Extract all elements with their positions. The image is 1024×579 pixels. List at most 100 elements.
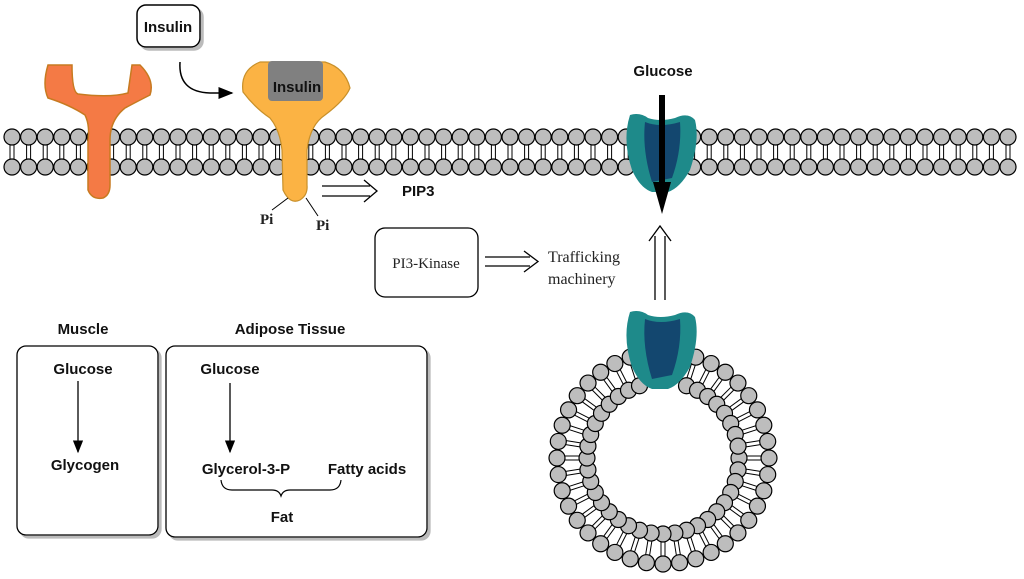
lipid-pair bbox=[700, 128, 718, 176]
adipose-glucose: Glucose bbox=[200, 361, 259, 378]
lipid-head bbox=[3, 158, 21, 176]
lipid-head bbox=[468, 128, 486, 146]
lipid-head bbox=[559, 401, 578, 419]
lipid-head bbox=[916, 128, 934, 146]
fatty-acids: Fatty acids bbox=[328, 461, 406, 478]
lipid-pair bbox=[982, 128, 1001, 176]
lipid-head bbox=[654, 555, 672, 573]
lipid-head bbox=[733, 158, 752, 176]
vesicle-lipid-pair bbox=[621, 521, 649, 568]
vesicle-lipid-pair bbox=[579, 374, 618, 413]
lipid-pair bbox=[318, 128, 336, 176]
vesicle-lipid-pair bbox=[729, 461, 777, 484]
lipid-head bbox=[621, 550, 639, 568]
lipid-pair bbox=[169, 128, 187, 176]
lipid-head bbox=[549, 432, 567, 451]
lipid-pair bbox=[235, 128, 253, 176]
lipid-head bbox=[982, 158, 1001, 176]
lipid-head bbox=[716, 363, 734, 381]
lipid-pair bbox=[435, 128, 453, 176]
lipid-head bbox=[733, 128, 752, 146]
muscle-box bbox=[16, 345, 159, 536]
lipid-head bbox=[401, 158, 419, 176]
insulin-box: Insulin bbox=[136, 4, 201, 48]
adipose-box bbox=[165, 345, 428, 538]
lipid-pair bbox=[866, 128, 884, 176]
lipid-pair bbox=[783, 128, 801, 176]
lipid-head bbox=[717, 158, 735, 176]
trafficking-up-arrow bbox=[648, 224, 672, 300]
lipid-head bbox=[534, 158, 552, 176]
lipid-head bbox=[729, 524, 747, 542]
fat-label: Fat bbox=[271, 509, 294, 526]
lipid-head bbox=[999, 158, 1017, 176]
binding-arrow bbox=[179, 61, 234, 99]
lipid-head bbox=[352, 158, 370, 176]
vesicle-lipid-pair bbox=[699, 363, 734, 406]
lipid-head bbox=[702, 354, 720, 373]
fat-brace bbox=[220, 479, 342, 498]
glucose-label: Glucose bbox=[633, 63, 692, 80]
lipid-pair bbox=[717, 128, 735, 176]
lipid-head bbox=[368, 158, 386, 176]
lipid-head bbox=[740, 387, 758, 405]
lipid-pair bbox=[152, 128, 170, 176]
muscle-glucose: Glucose bbox=[53, 361, 112, 378]
vesicle-lipid-pair bbox=[726, 416, 773, 444]
lipid-head bbox=[418, 128, 436, 146]
lipid-pair bbox=[899, 128, 918, 176]
lipid-pair bbox=[600, 128, 619, 176]
lipid-head bbox=[551, 158, 569, 176]
lipid-head bbox=[501, 128, 519, 146]
lipid-head bbox=[729, 374, 747, 392]
lipid-head bbox=[169, 128, 187, 146]
lipid-head bbox=[606, 354, 624, 373]
lipid-head bbox=[553, 416, 571, 434]
lipid-head bbox=[517, 128, 536, 146]
lipid-head bbox=[368, 128, 386, 146]
pip3-label: PIP3 bbox=[402, 183, 435, 200]
lipid-head bbox=[759, 432, 777, 451]
lipid-head bbox=[759, 465, 777, 484]
lipid-head bbox=[435, 158, 453, 176]
lipid-head bbox=[687, 550, 705, 568]
lipid-head bbox=[186, 128, 204, 146]
lipid-head bbox=[202, 128, 220, 146]
lipid-pair bbox=[733, 128, 752, 176]
pi3-kinase-label: PI3-Kinase bbox=[392, 256, 460, 272]
lipid-pair bbox=[418, 128, 436, 176]
phosphate-left: Pi bbox=[260, 212, 273, 228]
glut4-transporter-vesicle bbox=[626, 311, 697, 389]
pip3-double-arrow bbox=[322, 179, 379, 203]
lipid-head bbox=[760, 449, 778, 467]
lipid-head bbox=[755, 482, 773, 500]
lipid-head bbox=[36, 128, 54, 146]
muscle-title: Muscle bbox=[58, 321, 109, 338]
lipid-head bbox=[729, 437, 747, 455]
lipid-head bbox=[435, 128, 453, 146]
lipid-head bbox=[716, 535, 734, 553]
lipid-head bbox=[568, 387, 586, 405]
vesicle bbox=[548, 311, 778, 573]
lipid-head bbox=[916, 158, 934, 176]
plasma-membrane bbox=[3, 128, 1017, 176]
lipid-head bbox=[999, 128, 1017, 146]
lipid-head bbox=[700, 158, 718, 176]
lipid-head bbox=[385, 158, 403, 176]
lipid-head bbox=[740, 511, 758, 529]
lipid-pair bbox=[551, 128, 569, 176]
lipid-head bbox=[833, 158, 851, 176]
lipid-head bbox=[579, 374, 597, 392]
lipid-head bbox=[717, 128, 735, 146]
lipid-head bbox=[932, 128, 951, 146]
adipose-title: Adipose Tissue bbox=[235, 321, 346, 338]
lipid-head bbox=[318, 128, 336, 146]
pi3-kinase-box bbox=[374, 227, 479, 298]
lipid-head bbox=[152, 128, 170, 146]
lipid-head bbox=[152, 158, 170, 176]
lipid-head bbox=[883, 158, 901, 176]
lipid-pair bbox=[252, 128, 270, 176]
bound-insulin bbox=[268, 61, 323, 101]
lipid-pair bbox=[849, 128, 868, 176]
lipid-head bbox=[53, 128, 71, 146]
